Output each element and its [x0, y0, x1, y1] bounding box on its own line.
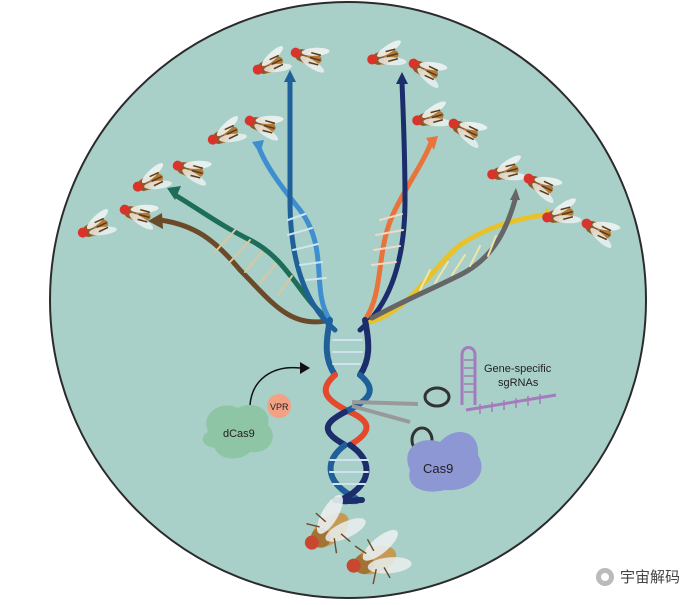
scissors-icon	[351, 386, 451, 454]
cas9-protein: Cas9	[407, 432, 482, 492]
grna-label-line1: Gene-specific	[484, 363, 552, 375]
grna-label-line2: sgRNAs	[498, 377, 539, 389]
dna-branch-right-inner	[357, 72, 438, 333]
vpr-label: VPR	[270, 402, 289, 412]
dna-branch-left-inner	[252, 70, 338, 333]
dcas9-complex: dCas9 VPR	[202, 362, 310, 459]
dcas9-label: dCas9	[223, 428, 255, 440]
background-circle	[49, 1, 647, 599]
cas9-label: Cas9	[423, 461, 453, 476]
watermark-text: 宇宙解码	[619, 568, 680, 586]
arrow-icon	[249, 366, 301, 406]
vpr-protein	[267, 394, 291, 418]
watermark: 宇宙解码	[595, 566, 680, 587]
dna-trunk	[322, 317, 373, 505]
wechat-icon	[595, 567, 614, 586]
sgrna-icon	[460, 346, 557, 414]
